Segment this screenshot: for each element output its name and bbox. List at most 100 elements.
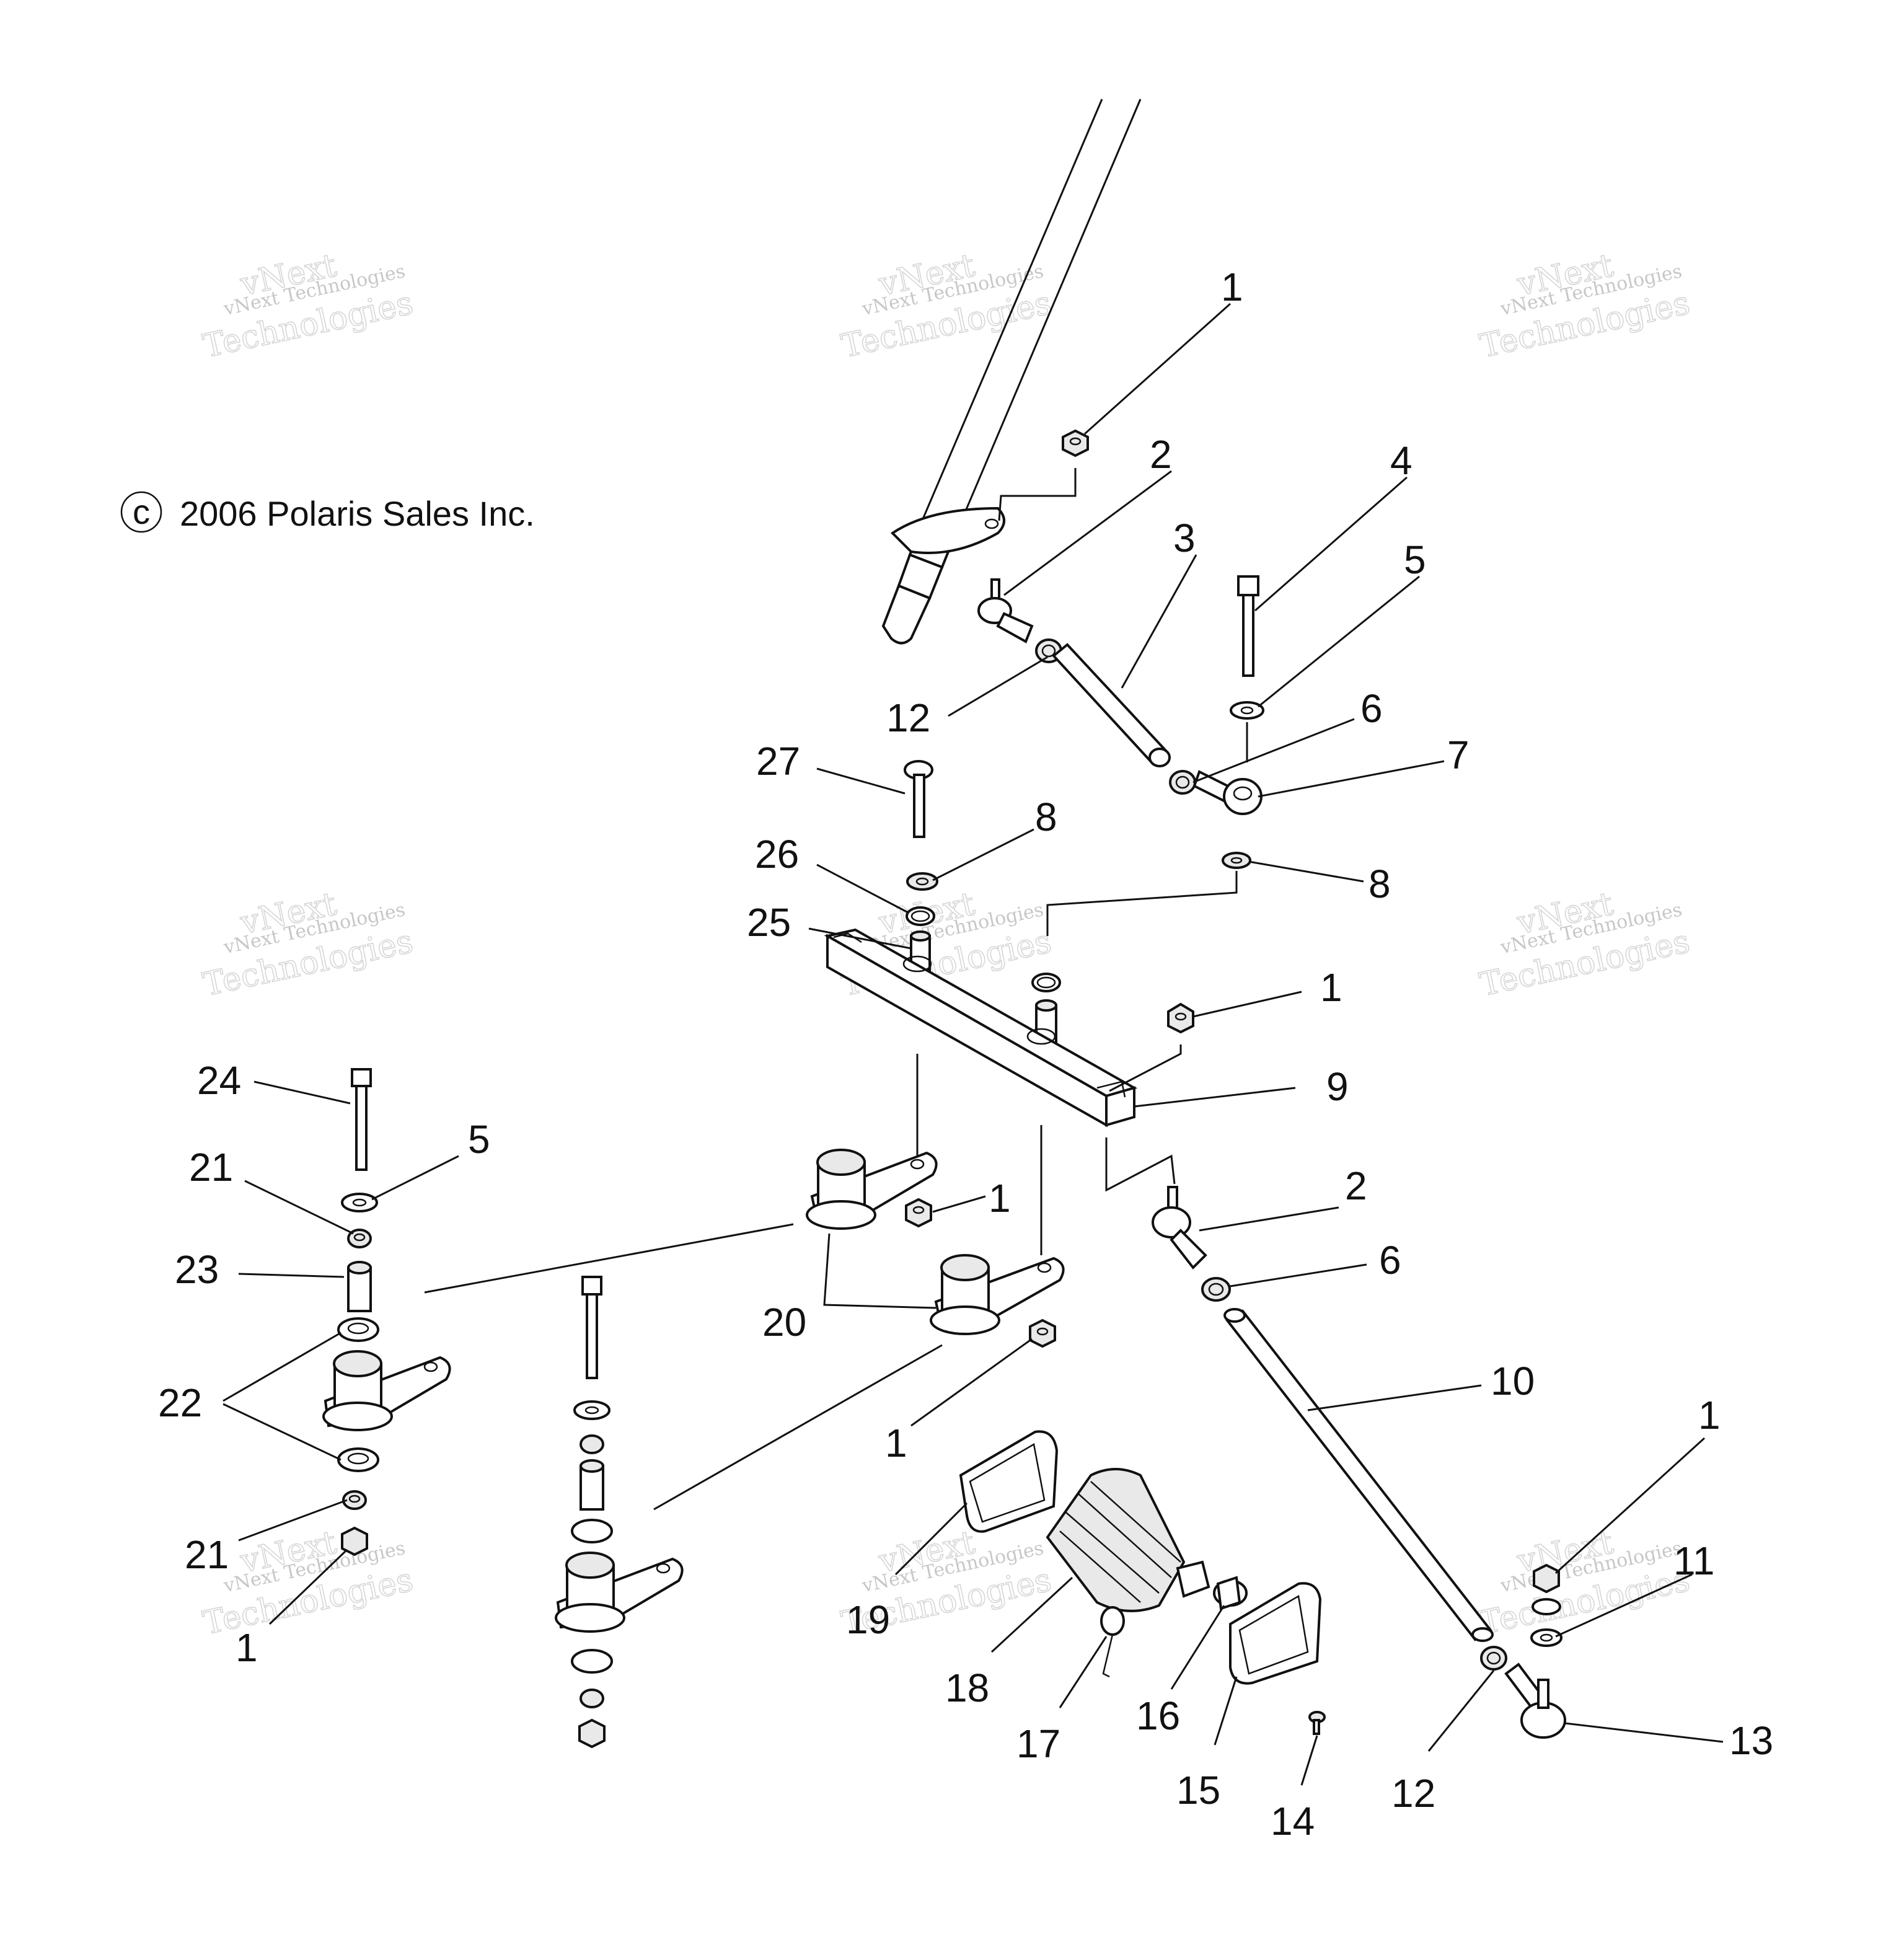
leader-callout-2-top [1003,470,1172,596]
leader-callout-22-b [223,1403,342,1461]
steering-shaft [881,99,1142,645]
callout-15: 15 [1176,1768,1220,1813]
callout-17: 17 [1016,1721,1060,1766]
leader-callout-4 [1254,476,1408,612]
leader-callout-5-left [371,1155,459,1201]
callout-2-top: 2 [1150,432,1172,477]
leader-stack-to-arm-upper [424,1223,794,1294]
leader-callout-2-lower [1199,1206,1339,1232]
leader-callout-26 [816,863,909,914]
leader-callout-20 [823,1233,937,1309]
nut-part-1-left-bottom [341,1526,368,1556]
washer-center [1031,973,1061,992]
callout-5-top: 5 [1404,537,1426,582]
leader-callout-22-a [223,1331,342,1402]
leader-callout-5-top [1258,575,1420,708]
copyright-text: 2006 Polaris Sales Inc. [180,494,535,533]
leader-callout-14 [1300,1735,1318,1786]
gasket-part-15 [1229,1582,1322,1685]
leader-callout-11 [1555,1573,1693,1638]
callout-1-top: 1 [1221,265,1243,309]
callout-1-mid: 1 [1320,965,1342,1010]
callout-8-left: 8 [1035,795,1057,839]
callout-18: 18 [945,1666,989,1710]
washer-part-22-top [337,1317,379,1342]
callout-5-left: 5 [468,1117,490,1162]
jam-nut-part-12-lower [1480,1646,1507,1671]
leader-callout-16 [1170,1605,1225,1690]
leader-callout-6-top [1192,718,1355,784]
bolt-part-4 [1237,575,1259,677]
nut-part-1-mid [1167,1002,1194,1034]
tie-rod-part-10 [1223,1308,1494,1642]
callout-21-bottom: 21 [185,1532,229,1577]
callout-27: 27 [756,739,800,784]
callout-2-lower: 2 [1345,1163,1367,1208]
leader-callout-8-right [1248,860,1364,883]
leader-callout-12-top [948,656,1048,717]
nut-part-1-pitman [905,1198,932,1228]
bushing-part-23 [347,1261,372,1312]
leader-8-to-bushing [1046,871,1238,936]
leader-callout-19 [894,1502,968,1576]
leader-callout-3 [1121,554,1197,689]
bushing-center-stack [580,1459,604,1511]
leader-callout-1-mid [1192,991,1302,1018]
washer-part-11-a [1532,1598,1561,1615]
callout-26: 26 [755,832,799,876]
callout-20: 20 [762,1300,806,1345]
leader-1-top-part [998,468,1077,521]
washer-part-26 [906,906,935,926]
watermark-mid-right: vNext vNext Technologies Technologies [1476,885,1694,1004]
leader-callout-13 [1564,1722,1724,1743]
washer-part-11-b [1530,1628,1562,1647]
leader-stack-to-arm-lower [653,1344,943,1511]
washer-part-8-right [1222,852,1251,869]
callout-24: 24 [197,1058,241,1103]
jam-nut-part-6-top [1169,770,1196,795]
nut-center-stack-a [580,1434,604,1454]
callout-22: 22 [158,1380,202,1425]
leader-nut-to-bar [1109,1044,1182,1092]
nut-center-stack-b [580,1689,604,1708]
callout-19: 19 [846,1597,890,1642]
leader-callout-1-top [1084,302,1231,435]
leader-callout-12-lower [1427,1670,1495,1752]
washer-part-5-left [341,1193,378,1212]
leader-callout-15 [1214,1676,1238,1746]
nut-part-1-top [1062,429,1089,457]
nut-part-21-bottom [342,1490,367,1510]
callout-21-top: 21 [189,1145,233,1190]
callout-12-lower: 12 [1391,1771,1435,1816]
washer-center-stack-a [573,1400,610,1420]
leader-callout-1-right [1554,1437,1706,1574]
watermark-top-right: vNext vNext Technologies Technologies [1476,247,1694,366]
watermark-mid-left: vNext vNext Technologies Technologies [200,885,417,1004]
callout-6-lower: 6 [1379,1238,1401,1283]
bolt-part-27 [904,760,933,838]
bolt-part-24 [351,1068,372,1171]
rod-end-part-13 [1504,1662,1566,1739]
leader-callout-17 [1059,1636,1108,1708]
leader-callout-24 [253,1080,351,1105]
boot-part-18 [1046,1468,1210,1612]
nut-part-1-right [1533,1563,1560,1594]
pitman-arm-center-stack [555,1552,684,1633]
washer-center-stack-b [571,1519,613,1543]
leader-callout-1-lower [910,1338,1033,1427]
screw-part-14 [1308,1711,1326,1735]
callout-8-right: 8 [1368,862,1391,906]
callout-7: 7 [1447,733,1470,777]
callout-1-lower: 1 [885,1421,907,1465]
washer-part-22-bottom [337,1447,379,1472]
callout-16: 16 [1136,1693,1180,1738]
tie-rod-end-part-2-lower [1152,1186,1207,1270]
washer-part-8-left [906,872,938,891]
nut-center-stack-c [578,1718,606,1749]
bolt-center-stack [581,1276,602,1379]
copyright-notice: c 2006 Polaris Sales Inc. [120,491,535,533]
callout-3: 3 [1173,516,1196,560]
callout-1-left: 1 [236,1625,258,1670]
bushing-part-16 [1213,1576,1248,1610]
